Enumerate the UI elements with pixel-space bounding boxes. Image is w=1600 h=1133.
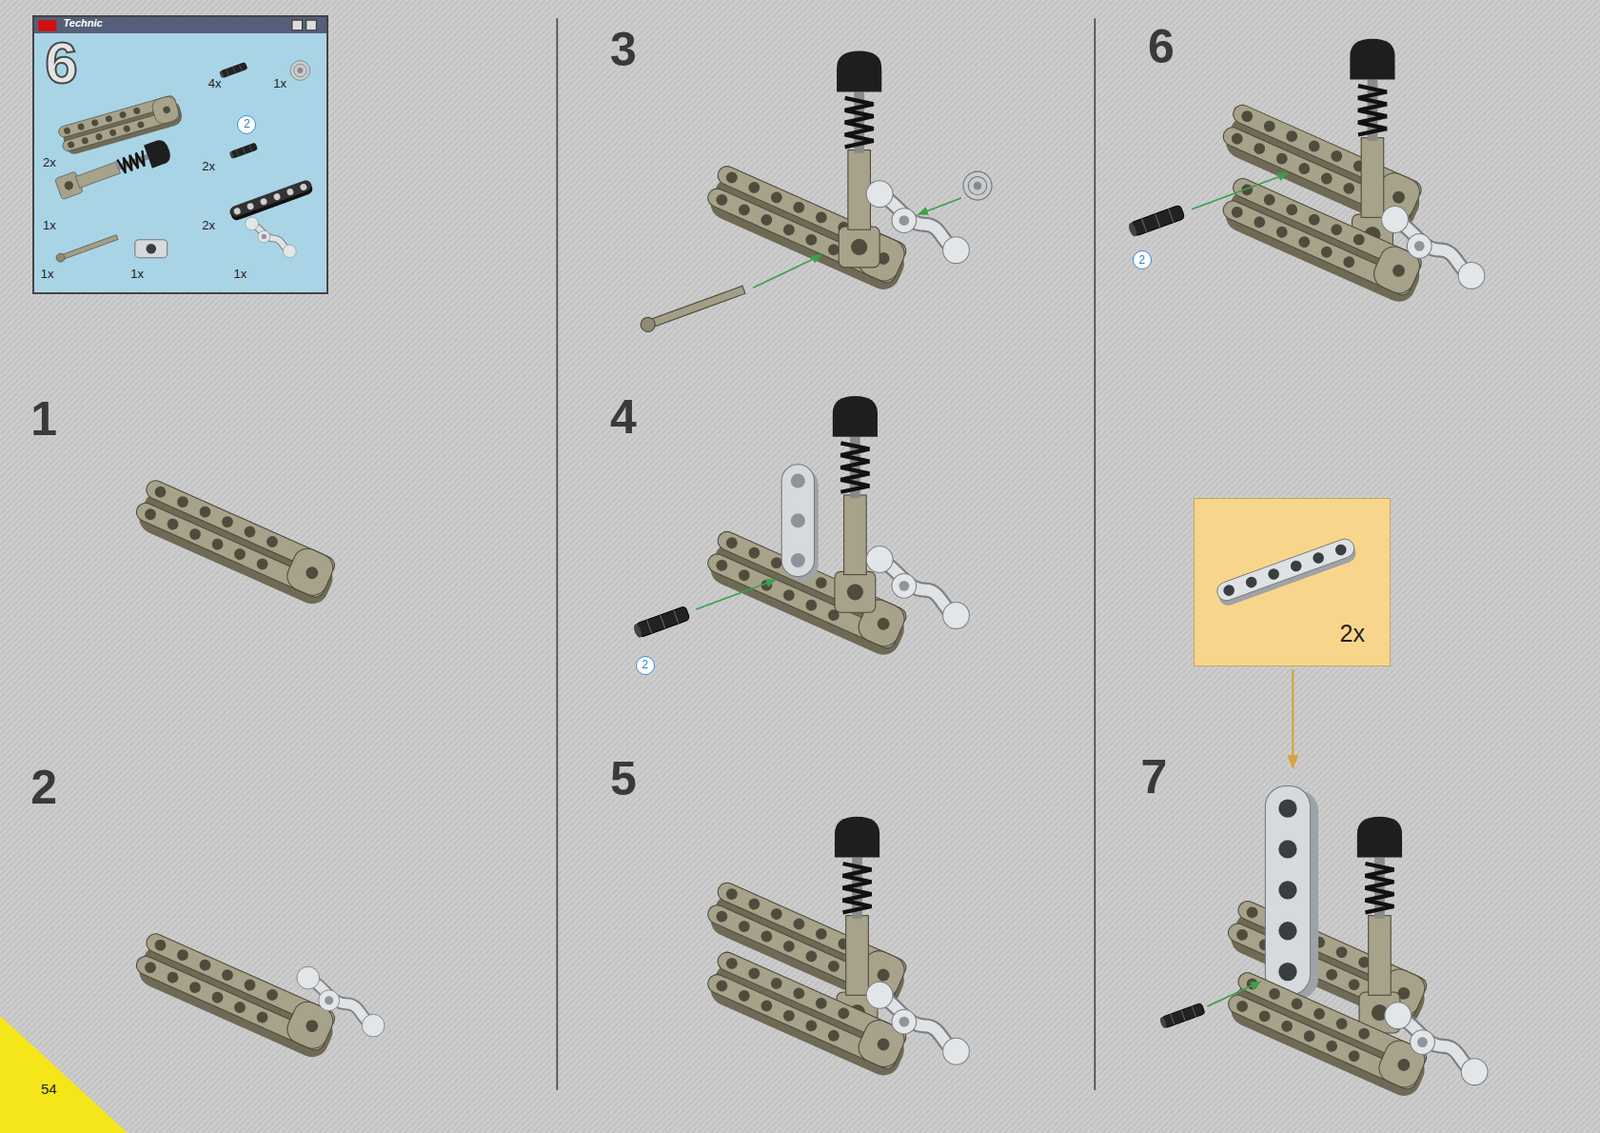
step-number: 3 xyxy=(610,25,637,74)
step-number: 1 xyxy=(30,395,58,443)
page-corner xyxy=(0,1015,128,1133)
liftarm xyxy=(701,948,913,1081)
callout-number: 2 xyxy=(641,658,649,672)
ball-joint xyxy=(296,966,385,1037)
part-count: 1x xyxy=(130,267,144,281)
bush xyxy=(290,60,311,81)
callout-number: 2 xyxy=(243,118,251,131)
shock-absorber xyxy=(54,138,174,201)
ball-joint xyxy=(1384,1002,1488,1086)
insert-arrow xyxy=(1206,981,1261,1007)
part-count: 2x xyxy=(1340,620,1365,648)
pin xyxy=(1126,204,1186,238)
column-divider xyxy=(556,18,559,1090)
connector-hole xyxy=(146,243,158,255)
callout-arrow xyxy=(1291,669,1294,768)
callout-number: 2 xyxy=(1138,254,1146,267)
axle xyxy=(638,282,747,334)
ball-joint xyxy=(866,180,969,264)
liftarm xyxy=(229,178,316,222)
axle xyxy=(55,233,119,264)
pin xyxy=(229,142,258,159)
part-count: 1x xyxy=(233,267,247,281)
insert-arrow xyxy=(752,255,822,288)
column-divider xyxy=(1094,18,1097,1090)
part-count: 2x xyxy=(201,159,216,174)
connector-block xyxy=(135,239,168,258)
ball-joint xyxy=(866,546,969,630)
parts-art xyxy=(34,17,327,293)
liftarm xyxy=(130,930,342,1063)
callout-circle: 2 xyxy=(635,655,655,675)
ball-joint xyxy=(866,981,969,1065)
step-number: 2 xyxy=(30,763,58,811)
insert-arrow xyxy=(918,197,962,215)
insert-arrow xyxy=(1191,173,1288,210)
liftarm xyxy=(1264,785,1319,999)
pin xyxy=(218,61,248,79)
window-button xyxy=(292,19,303,31)
shock-absorber xyxy=(836,51,882,268)
brand-name: Technic xyxy=(62,17,102,29)
page-number: 54 xyxy=(40,1081,58,1096)
step-number: 4 xyxy=(610,393,637,441)
step-number: 6 xyxy=(1147,22,1175,71)
part-count: 1x xyxy=(40,267,55,281)
bush xyxy=(963,171,992,200)
brand-logo xyxy=(39,19,58,32)
shock-absorber xyxy=(832,395,878,613)
window-button xyxy=(306,19,317,31)
liftarm xyxy=(130,477,342,610)
liftarm xyxy=(781,464,819,581)
liftarm xyxy=(1222,968,1434,1101)
liftarm xyxy=(1217,175,1429,307)
pin xyxy=(632,605,691,638)
part-count: 2x xyxy=(201,218,216,233)
part-count: 4x xyxy=(208,77,222,91)
flat-liftarm xyxy=(1214,536,1359,609)
ball-joint xyxy=(1382,206,1485,290)
shock-absorber xyxy=(1357,816,1403,1033)
insert-arrow xyxy=(695,579,776,610)
step-number: 5 xyxy=(610,754,637,803)
callout-circle: 2 xyxy=(237,115,257,135)
pin xyxy=(1159,1002,1205,1028)
part-count: 2x xyxy=(42,156,57,170)
ball-joint xyxy=(245,217,297,258)
part-count: 1x xyxy=(42,218,57,233)
part-count: 1x xyxy=(273,77,287,91)
sub-assembly-box: 2x xyxy=(1193,497,1391,667)
bag-number: 6 xyxy=(44,30,78,96)
step-number: 7 xyxy=(1141,752,1168,801)
parts-panel: 2 Technic6 4x 1x 2x 2x 1x 2x 1x 1x 1x xyxy=(32,15,329,295)
callout-circle: 2 xyxy=(1132,250,1152,270)
